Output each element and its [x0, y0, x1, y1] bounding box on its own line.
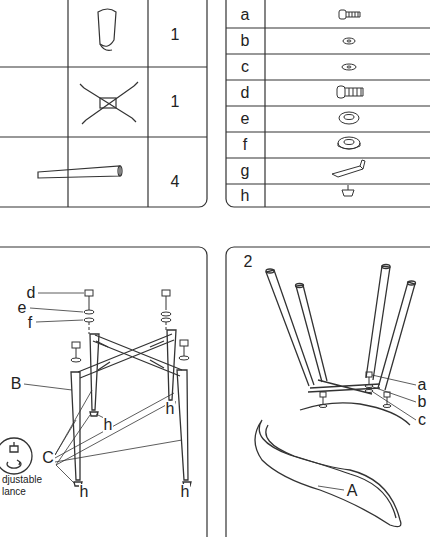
callout-label: 4: [170, 174, 181, 190]
callout-label: e: [240, 111, 251, 127]
callout-label: f: [27, 315, 33, 331]
callout-label: h: [165, 401, 176, 417]
callout-label: d: [240, 85, 251, 101]
detail-note: djustable: [1, 475, 43, 485]
callout-label: 1: [170, 94, 181, 110]
callout-label: 2: [243, 254, 254, 270]
callout-label: a: [240, 7, 251, 23]
callout-label: e: [17, 300, 28, 316]
callout-label: b: [240, 33, 251, 49]
callout-label: h: [240, 188, 251, 204]
callout-label: c: [417, 412, 427, 428]
callout-label: g: [240, 163, 251, 179]
callout-label: b: [417, 394, 428, 410]
callout-label: a: [417, 377, 428, 393]
callout-label: A: [346, 483, 359, 499]
callout-label: f: [242, 137, 248, 153]
callout-label: B: [10, 376, 23, 392]
callout-label: d: [26, 285, 37, 301]
callout-label: 1: [170, 27, 181, 43]
callout-label: h: [180, 484, 191, 500]
callout-label: h: [79, 484, 90, 500]
callout-label: C: [41, 450, 55, 466]
detail-note: lance: [1, 487, 27, 497]
callout-label: h: [103, 417, 114, 433]
callout-label: c: [240, 59, 250, 75]
